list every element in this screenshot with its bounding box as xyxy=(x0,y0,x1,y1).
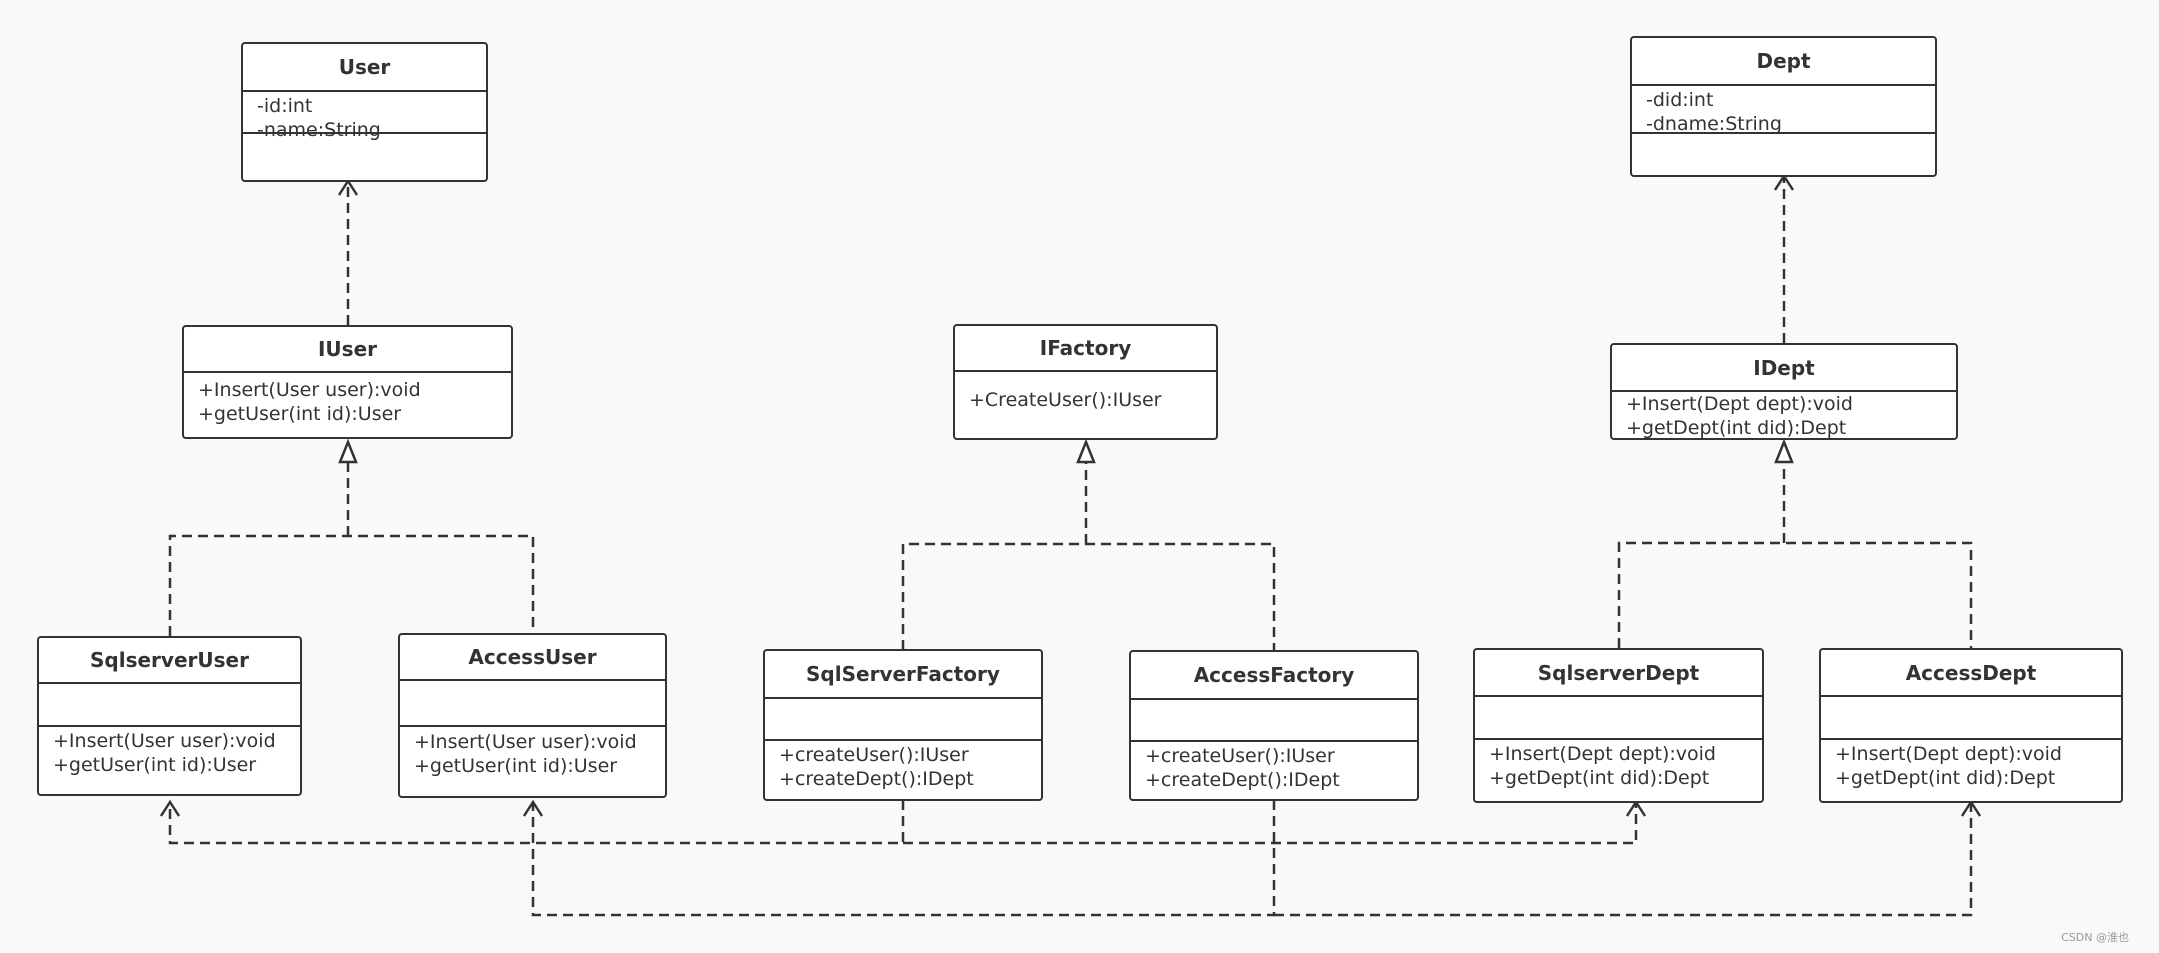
class-attributes xyxy=(39,684,300,727)
class-operations xyxy=(1632,134,1935,175)
class-name: User xyxy=(243,44,486,92)
class-name: AccessFactory xyxy=(1131,652,1417,700)
class-operations: +Insert(Dept dept):void+getDept(int did)… xyxy=(1612,392,1956,439)
operation-line: +CreateUser():IUser xyxy=(969,389,1162,411)
class-name: IFactory xyxy=(955,326,1216,372)
class-name: AccessDept xyxy=(1821,650,2121,697)
realization-depts-bus xyxy=(1617,541,1973,648)
dependency-accfactory-accuser xyxy=(531,800,1276,917)
class-sqlserver-dept[interactable]: SqlserverDept +Insert(Dept dept):void+ge… xyxy=(1473,648,1764,803)
triangle-idept xyxy=(1774,438,1794,464)
class-operations: +Insert(User user):void+getUser(int id):… xyxy=(400,727,665,796)
operation-line: +createDept():IDept xyxy=(1145,769,1340,791)
class-dept[interactable]: Dept -did:int-dname:String xyxy=(1630,36,1937,177)
class-operations xyxy=(243,134,486,180)
arrowhead-sqlserver-dept xyxy=(1625,799,1647,817)
operation-line: +getUser(int id):User xyxy=(53,754,257,776)
operation-line: +createUser():IUser xyxy=(1145,745,1335,767)
class-name: IDept xyxy=(1612,345,1956,392)
class-operations: +createUser():IUser+createDept():IDept xyxy=(765,741,1041,799)
operation-line: +createUser():IUser xyxy=(779,744,969,766)
dependency-accfactory-accdept xyxy=(1274,804,1973,917)
operation-line: +getDept(int did):Dept xyxy=(1489,767,1710,789)
triangle-ifactory xyxy=(1076,438,1096,464)
operation-line: +getUser(int id):User xyxy=(198,403,402,425)
class-operations: +Insert(Dept dept):void+getDept(int did)… xyxy=(1475,740,1762,801)
class-name: SqlserverUser xyxy=(39,638,300,684)
operation-line: +Insert(User user):void xyxy=(198,379,421,401)
realization-users-bus xyxy=(168,534,535,636)
class-access-user[interactable]: AccessUser +Insert(User user):void+getUs… xyxy=(398,633,667,798)
class-ifactory[interactable]: IFactory +CreateUser():IUser xyxy=(953,324,1218,440)
class-name: AccessUser xyxy=(400,635,665,681)
class-name: SqlserverDept xyxy=(1475,650,1762,697)
attribute-line: -did:int xyxy=(1646,89,1714,111)
class-attributes xyxy=(765,699,1041,741)
class-user[interactable]: User -id:int-name:String xyxy=(241,42,488,182)
operation-line: +Insert(Dept dept):void xyxy=(1489,743,1716,765)
attribute-line: -id:int xyxy=(257,95,313,117)
class-iuser[interactable]: IUser +Insert(User user):void+getUser(in… xyxy=(182,325,513,439)
class-attributes xyxy=(1821,697,2121,740)
operation-line: +Insert(Dept dept):void xyxy=(1835,743,2062,765)
class-operations: +createUser():IUser+createDept():IDept xyxy=(1131,742,1417,799)
operation-line: +Insert(Dept dept):void xyxy=(1626,393,1853,415)
operation-line: +getUser(int id):User xyxy=(414,755,618,777)
class-attributes xyxy=(1131,700,1417,742)
operation-line: +getDept(int did):Dept xyxy=(1626,417,1847,439)
class-access-dept[interactable]: AccessDept +Insert(Dept dept):void+getDe… xyxy=(1819,648,2123,803)
attribute-line: -dname:String xyxy=(1646,113,1782,135)
class-operations: +Insert(Dept dept):void+getDept(int did)… xyxy=(1821,740,2121,801)
class-operations: +Insert(User user):void+getUser(int id):… xyxy=(184,373,511,437)
attribute-line: -name:String xyxy=(257,119,381,141)
class-access-factory[interactable]: AccessFactory +createUser():IUser+create… xyxy=(1129,650,1419,801)
dependency-sqlfactory-sqldept xyxy=(903,804,1638,845)
class-attributes xyxy=(1475,697,1762,740)
operation-line: +Insert(User user):void xyxy=(53,730,276,752)
class-name: Dept xyxy=(1632,38,1935,86)
operation-line: +createDept():IDept xyxy=(779,768,974,790)
realization-factories-bus xyxy=(901,542,1276,650)
class-name: SqlServerFactory xyxy=(765,651,1041,699)
triangle-iuser xyxy=(338,438,358,464)
class-operations: +CreateUser():IUser xyxy=(955,372,1216,438)
class-operations: +Insert(User user):void+getUser(int id):… xyxy=(39,727,300,794)
arrowhead-access-user xyxy=(522,799,544,817)
class-idept[interactable]: IDept +Insert(Dept dept):void+getDept(in… xyxy=(1610,343,1958,440)
class-sqlserver-user[interactable]: SqlserverUser +Insert(User user):void+ge… xyxy=(37,636,302,796)
dependency-sqlfactory-sqluser xyxy=(168,800,905,845)
operation-line: +getDept(int did):Dept xyxy=(1835,767,2056,789)
watermark: CSDN @淮也 xyxy=(2061,931,2129,944)
class-attributes: -id:int-name:String xyxy=(243,92,486,141)
class-attributes: -did:int-dname:String xyxy=(1632,86,1935,135)
class-name: IUser xyxy=(184,327,511,373)
class-attributes xyxy=(400,681,665,727)
operation-line: +Insert(User user):void xyxy=(414,731,637,753)
arrowhead-sqlserver-user xyxy=(159,799,181,817)
class-sqlserver-factory[interactable]: SqlServerFactory +createUser():IUser+cre… xyxy=(763,649,1043,801)
